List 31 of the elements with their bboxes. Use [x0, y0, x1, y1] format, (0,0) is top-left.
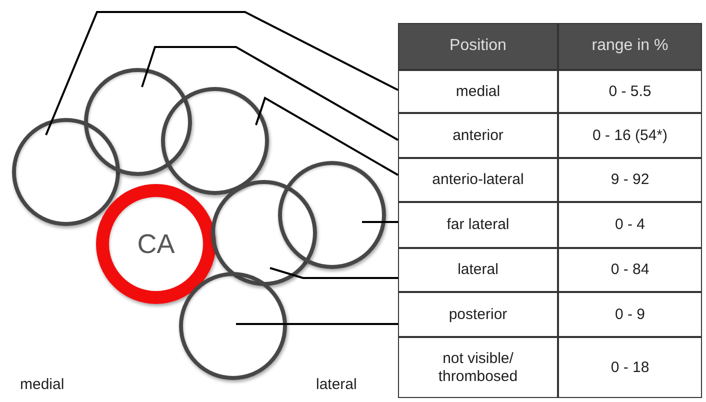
table-cell: lateral [398, 248, 558, 292]
header-cell: Position [398, 23, 558, 70]
table-cell: medial [398, 70, 558, 113]
table-cell: 0 - 4 [558, 202, 702, 248]
nerve-circle [278, 161, 386, 269]
table-cell: not visible/ thrombosed [398, 337, 558, 398]
table-cell: 0 - 16 (54*) [558, 113, 702, 158]
leader-line [270, 267, 398, 279]
nerve-circle [161, 87, 269, 195]
table-cell: 0 - 9 [558, 292, 702, 337]
header-cell: range in % [558, 23, 702, 70]
table-cell: 0 - 5.5 [558, 70, 702, 113]
table-cell: anterio-lateral [398, 158, 558, 202]
leader-line [255, 96, 398, 176]
table-cell: far lateral [398, 202, 558, 248]
nerve-circle [12, 118, 120, 226]
table-cell: anterior [398, 113, 558, 158]
table-cell: posterior [398, 292, 558, 337]
nerve-circle [179, 272, 287, 380]
table-cell: 0 - 18 [558, 337, 702, 398]
nerve-circle [84, 68, 192, 176]
leader-line [45, 11, 398, 136]
vessel-label: CA [137, 228, 175, 260]
table-cell: 0 - 84 [558, 248, 702, 292]
leader-line [236, 323, 398, 325]
vessel-circle [96, 184, 216, 304]
table-cell: 9 - 92 [558, 158, 702, 202]
nerve-circle [211, 180, 317, 286]
leader-line [141, 46, 398, 141]
direction-label: medial [20, 376, 64, 393]
direction-label: lateral [316, 376, 357, 393]
